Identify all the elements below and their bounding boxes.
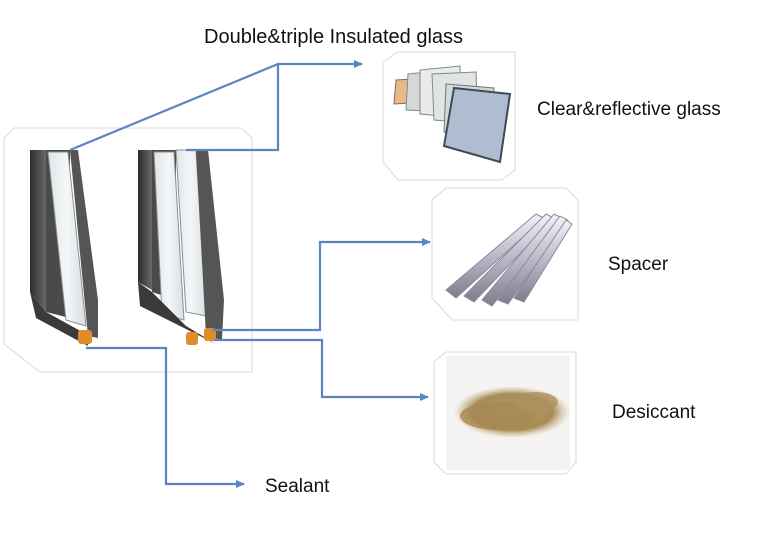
double-glazed-unit <box>30 150 98 346</box>
clear-glass-card <box>382 51 516 181</box>
arrow-to-sealant <box>86 346 245 488</box>
arrow-title-connector <box>186 64 280 152</box>
spacer-card <box>431 187 579 321</box>
sealant-label: Sealant <box>265 476 330 497</box>
arrow-to-desiccant <box>214 338 429 401</box>
triple-glazed-unit <box>138 149 224 345</box>
diagram-title: Double&triple Insulated glass <box>204 26 464 48</box>
spacer-bars-image <box>445 213 573 307</box>
clear-glass-label: Clear&reflective glass <box>537 99 721 120</box>
desiccant-label: Desiccant <box>612 402 696 423</box>
desiccant-card <box>433 351 577 475</box>
connector-arrows <box>69 60 431 488</box>
insulated-glass-card <box>3 127 253 373</box>
spacer-label: Spacer <box>608 254 669 275</box>
arrow-to-spacer <box>212 238 431 332</box>
